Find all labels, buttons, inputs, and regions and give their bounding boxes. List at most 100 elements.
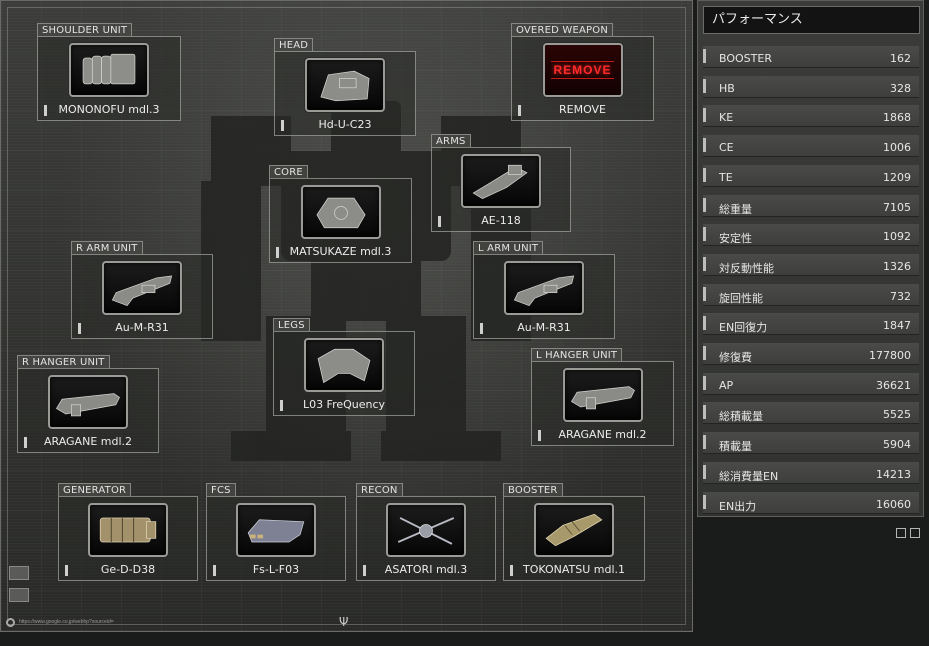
equip-marker bbox=[281, 120, 284, 131]
stat-row: 安定性 1092 bbox=[703, 224, 919, 247]
part-name: ASATORI mdl.3 bbox=[384, 563, 468, 576]
stat-row: 旋回性能 732 bbox=[703, 283, 919, 306]
stat-label: 旋回性能 bbox=[719, 291, 763, 305]
part-name: MATSUKAZE mdl.3 bbox=[289, 245, 392, 258]
stat-value: 16060 bbox=[876, 497, 911, 511]
equip-marker bbox=[24, 437, 27, 448]
equip-marker bbox=[213, 565, 216, 576]
slot-generator[interactable]: GENERATOR Ge-D-D38 bbox=[58, 483, 198, 581]
rifle-icon bbox=[102, 261, 182, 315]
slot-category-label: R HANGER UNIT bbox=[17, 355, 110, 368]
stat-value: 5904 bbox=[883, 438, 911, 452]
stat-value: 14213 bbox=[876, 467, 911, 481]
equip-marker bbox=[538, 430, 541, 441]
fcs-chip-icon bbox=[236, 503, 316, 557]
performance-title: パフォーマンス bbox=[703, 6, 920, 34]
slot-category-label: HEAD bbox=[274, 38, 314, 51]
stat-value: 162 bbox=[890, 52, 911, 65]
assembly-panel: SHOULDER UNIT MONONOFU mdl.3 HEAD Hd-U-C… bbox=[0, 0, 693, 632]
slot-r-hanger-unit[interactable]: R HANGER UNIT ARAGANE mdl.2 bbox=[17, 355, 159, 453]
slot-category-label: R ARM UNIT bbox=[71, 241, 143, 254]
equip-marker bbox=[510, 565, 513, 576]
stat-label: 修復費 bbox=[719, 351, 752, 364]
stat-value: 1092 bbox=[883, 230, 911, 244]
equip-marker bbox=[363, 565, 366, 576]
slot-category-label: CORE bbox=[269, 165, 308, 178]
slot-overed-weapon[interactable]: OVERED WEAPON REMOVE REMOVE bbox=[511, 23, 654, 121]
stat-label: CE bbox=[719, 141, 734, 155]
part-name: Fs-L-F03 bbox=[252, 563, 300, 576]
booster-nozzle-icon bbox=[534, 503, 614, 557]
part-name: Au-M-R31 bbox=[115, 321, 169, 334]
settings-gear-icon[interactable] bbox=[6, 618, 15, 627]
slot-l-hanger-unit[interactable]: L HANGER UNIT ARAGANE mdl.2 bbox=[531, 348, 674, 446]
part-name: ARAGANE mdl.2 bbox=[43, 435, 133, 448]
stat-value: 1868 bbox=[883, 111, 911, 125]
slot-l-arm-unit[interactable]: L ARM UNIT Au-M-R31 bbox=[473, 241, 615, 339]
expand-icon[interactable] bbox=[896, 528, 906, 538]
slot-core[interactable]: CORE MATSUKAZE mdl.3 bbox=[269, 165, 412, 263]
cannon-icon bbox=[48, 375, 128, 429]
part-name: TOKONATSU mdl.1 bbox=[522, 563, 626, 576]
slot-r-arm-unit[interactable]: R ARM UNIT Au-M-R31 bbox=[71, 241, 213, 339]
stat-value: 36621 bbox=[876, 378, 911, 392]
remove-plate-label: REMOVE bbox=[551, 61, 614, 79]
stat-label: KE bbox=[719, 111, 734, 125]
slot-category-label: ARMS bbox=[431, 134, 471, 147]
stat-value: 1847 bbox=[883, 319, 911, 333]
stat-label: EN回復力 bbox=[719, 321, 768, 335]
stat-row: 積載量 5904 bbox=[703, 432, 919, 455]
slot-category-label: LEGS bbox=[273, 318, 310, 331]
stat-row: 総消費量EN 14213 bbox=[703, 461, 919, 484]
stat-label: 総重量 bbox=[719, 202, 752, 216]
slot-category-label: BOOSTER bbox=[503, 483, 563, 496]
stat-label: 総消費量EN bbox=[719, 469, 779, 483]
equip-marker bbox=[438, 216, 441, 227]
head-part-icon bbox=[305, 58, 385, 112]
part-name: MONONOFU mdl.3 bbox=[58, 103, 160, 116]
stat-label: EN出力 bbox=[719, 499, 757, 513]
slot-booster[interactable]: BOOSTER TOKONATSU mdl.1 bbox=[503, 483, 645, 581]
arms-part-icon bbox=[461, 154, 541, 208]
equip-marker bbox=[65, 565, 68, 576]
menu-icon[interactable] bbox=[910, 528, 920, 538]
stat-row: 修復費 177800 bbox=[703, 343, 919, 365]
generator-icon bbox=[88, 503, 168, 557]
stat-value: 732 bbox=[890, 289, 911, 303]
slot-legs[interactable]: LEGS L03 FreQuency bbox=[273, 318, 415, 416]
stat-label: HB bbox=[719, 81, 735, 95]
stat-row: EN出力 16060 bbox=[703, 491, 919, 514]
cannon-icon bbox=[562, 368, 643, 422]
stat-row: KE 1868 bbox=[703, 105, 919, 128]
panel-frame bbox=[7, 7, 686, 625]
slot-recon[interactable]: RECON ASATORI mdl.3 bbox=[356, 483, 496, 581]
stat-label: 対反動性能 bbox=[719, 261, 774, 275]
stat-value: 7105 bbox=[883, 200, 911, 214]
equip-marker bbox=[78, 323, 81, 334]
stat-value: 1209 bbox=[883, 170, 911, 184]
slot-category-label: SHOULDER UNIT bbox=[37, 23, 133, 36]
slot-fcs[interactable]: FCS Fs-L-F03 bbox=[206, 483, 346, 581]
part-name: L03 FreQuency bbox=[302, 398, 386, 411]
slot-shoulder-unit[interactable]: SHOULDER UNIT MONONOFU mdl.3 bbox=[37, 23, 181, 121]
slot-arms[interactable]: ARMS AE-118 bbox=[431, 134, 571, 232]
slot-head[interactable]: HEAD Hd-U-C23 bbox=[274, 38, 416, 136]
equip-marker bbox=[280, 400, 283, 411]
stat-label: 積載量 bbox=[719, 440, 752, 454]
stat-value: 177800 bbox=[869, 349, 911, 362]
legs-part-icon bbox=[304, 338, 384, 392]
stat-label: 安定性 bbox=[719, 232, 752, 246]
equip-marker bbox=[44, 105, 47, 116]
trident-icon: Ψ bbox=[339, 615, 349, 629]
stat-value: 5525 bbox=[883, 408, 911, 422]
stat-row: 総重量 7105 bbox=[703, 194, 919, 217]
footer-url: https://www.google.co.jp/webhp?sourceid= bbox=[19, 619, 114, 625]
equip-marker bbox=[518, 105, 521, 116]
stat-value: 1006 bbox=[883, 141, 911, 155]
stat-label: BOOSTER bbox=[719, 52, 772, 65]
